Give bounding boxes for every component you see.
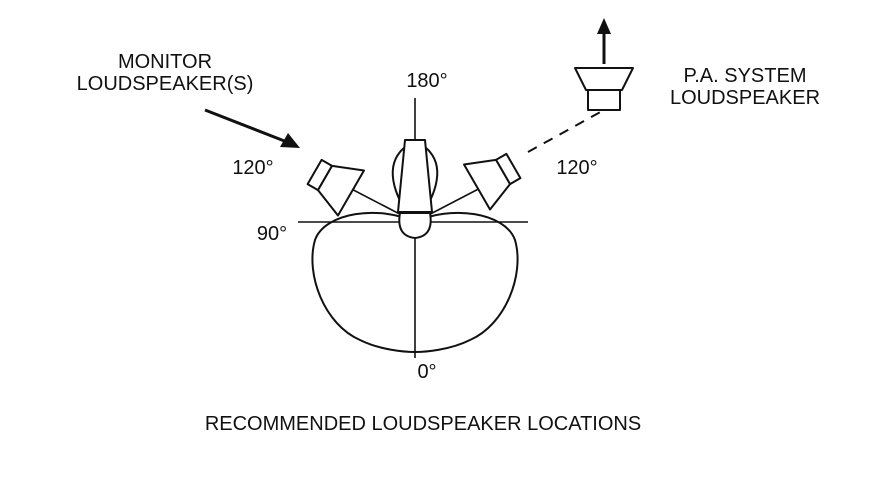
angle-90-label: 90°: [257, 223, 287, 245]
angle-120-left-label: 120°: [232, 157, 273, 179]
right-loudspeaker-icon: [463, 152, 522, 211]
pa-label-line1: P.A. SYSTEM: [683, 65, 806, 87]
monitor-label-line2: LOUDSPEAKER(S): [77, 73, 254, 95]
diagram-caption: RECOMMENDED LOUDSPEAKER LOCATIONS: [205, 413, 641, 435]
monitor-label-line1: MONITOR: [118, 51, 212, 73]
microphone-body: [397, 139, 433, 213]
microphone-head: [398, 212, 432, 239]
pa-direction-arrow-head: [597, 18, 611, 34]
monitor-pointer-arrow-line: [204, 108, 288, 144]
pa-label-line2: LOUDSPEAKER: [670, 87, 820, 109]
pa-dashed-line: [527, 109, 605, 153]
monitor-pointer-arrow-head: [280, 133, 300, 148]
pa-loudspeaker-icon: [574, 67, 634, 111]
angle-180-label: 180°: [406, 70, 447, 92]
angle-120-right-label: 120°: [556, 157, 597, 179]
angle-0-label: 0°: [417, 361, 436, 383]
monitor-loudspeaker-icon: [306, 158, 365, 217]
